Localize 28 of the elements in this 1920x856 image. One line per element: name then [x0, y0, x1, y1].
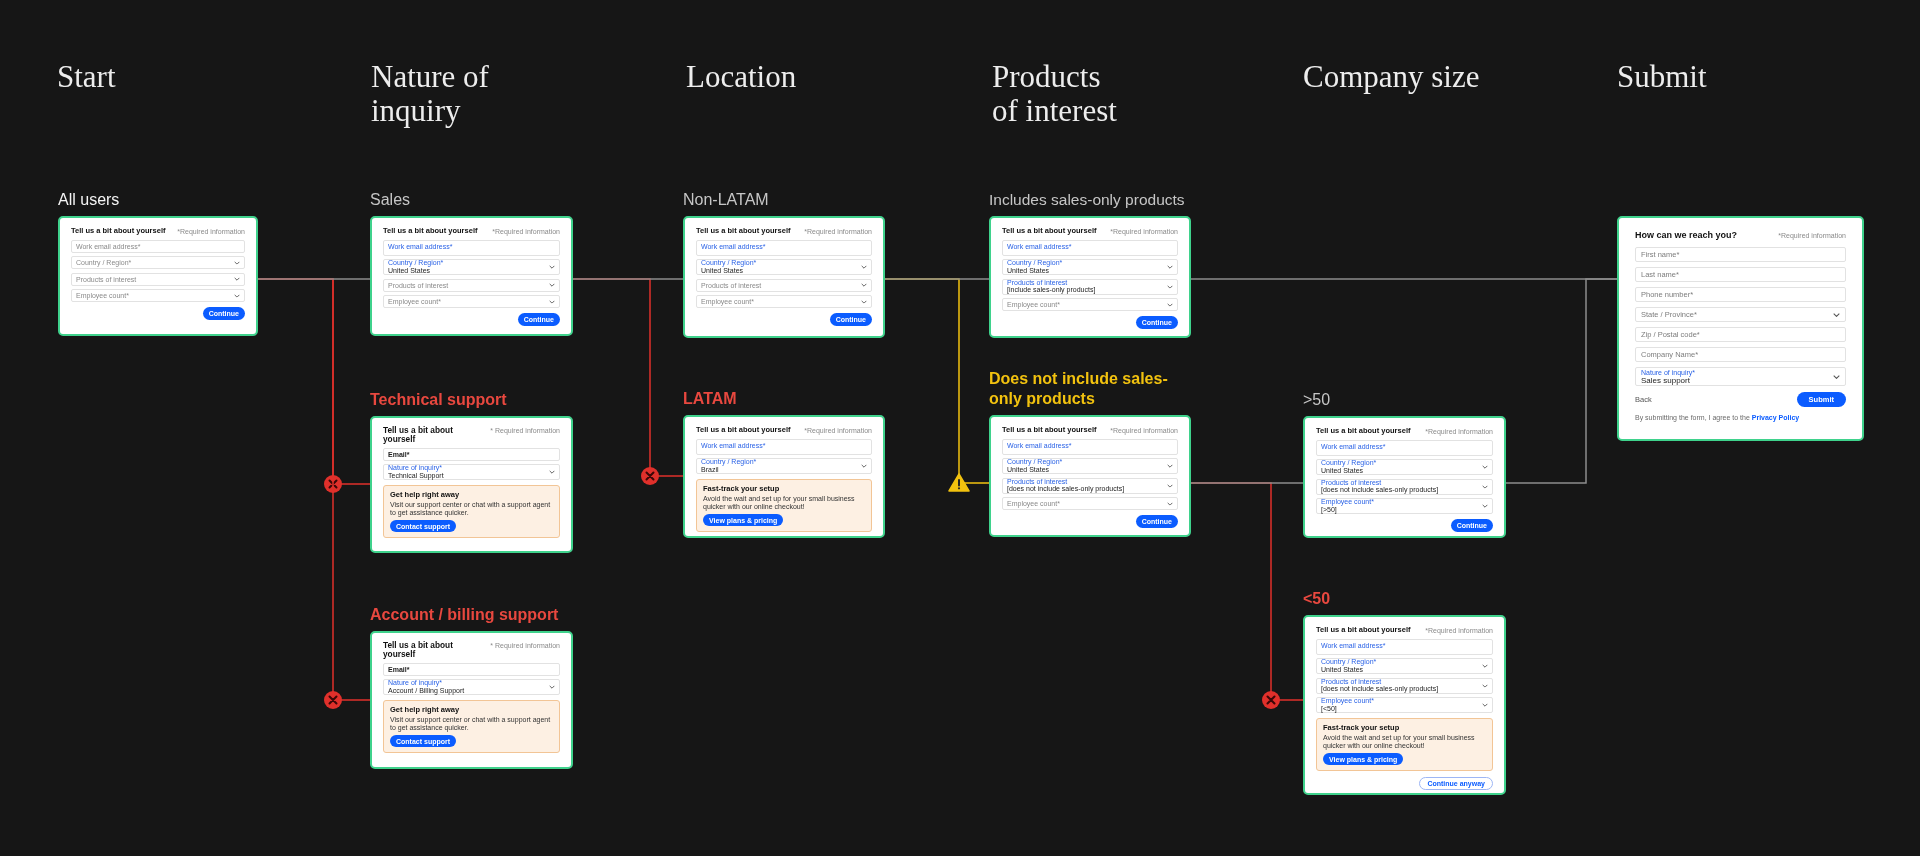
- info-panel: [1316, 718, 1493, 771]
- branch-label: LATAM: [683, 389, 737, 409]
- connector-line: [1190, 482, 1304, 484]
- form-title: How can we reach you?: [1635, 230, 1738, 240]
- column-heading: Nature of inquiry: [371, 60, 490, 128]
- form-title: Tell us a bit about yourself: [383, 426, 454, 444]
- branch-label: Includes sales-only products: [989, 190, 1185, 210]
- info-panel: [696, 479, 872, 532]
- connector-line: [572, 278, 684, 280]
- info-panel: [383, 700, 560, 753]
- connector-line: [884, 278, 990, 280]
- column-heading: Products of interest: [992, 60, 1118, 128]
- branch-label: >50: [1303, 390, 1331, 410]
- branch-label: <50: [1303, 589, 1331, 609]
- branch-label: Technical support: [370, 390, 507, 410]
- branch-label: Non-LATAM: [683, 190, 769, 210]
- column-heading: Company size: [1303, 60, 1480, 94]
- branch-label: Account / billing support: [370, 605, 559, 625]
- info-panel: [383, 485, 560, 538]
- branch-label: All users: [58, 190, 120, 210]
- form-title: Tell us a bit about yourself: [383, 641, 454, 659]
- column-heading: Submit: [1617, 60, 1707, 94]
- branch-label: Does not include sales-only products: [989, 369, 1169, 409]
- connector-line: [1505, 278, 1618, 484]
- column-heading: Location: [686, 60, 797, 94]
- branch-label: Sales: [370, 190, 411, 210]
- connector-line: [257, 278, 371, 280]
- column-heading: Start: [57, 60, 116, 94]
